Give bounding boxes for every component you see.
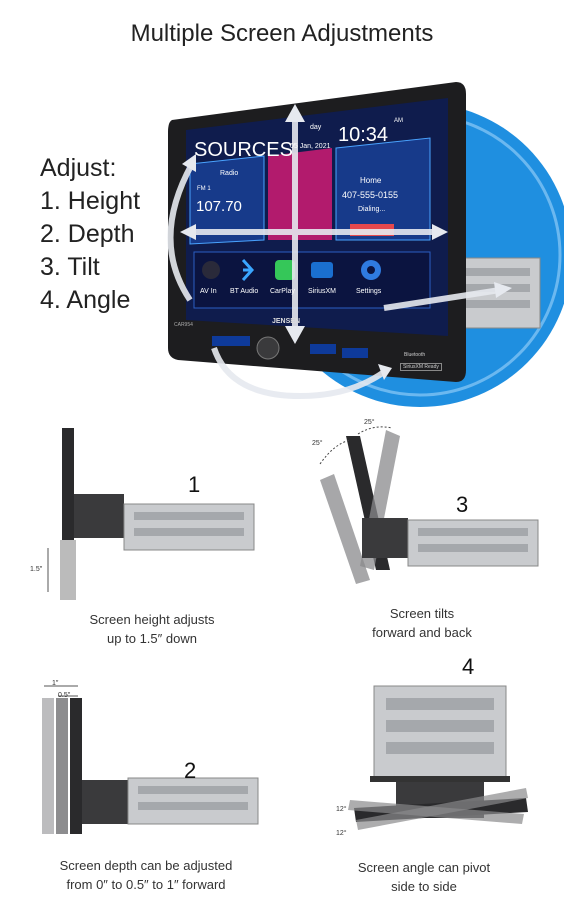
tilt-adjust-illustration	[319, 426, 539, 584]
adjust-list: Adjust: 1. Height 2. Depth 3. Tilt 4. An…	[40, 152, 140, 317]
front-button-mid[interactable]	[310, 344, 336, 354]
phone-status: Dialing...	[358, 206, 386, 213]
panel-2-dim-1in: 1″	[52, 680, 59, 687]
panel-1-caption-line-1: Screen height adjusts	[89, 612, 215, 627]
panel-2-number: 2	[184, 758, 197, 783]
sources-row	[193, 251, 431, 309]
bluetooth-badge: Bluetooth	[404, 352, 426, 358]
height-adjust-illustration	[47, 428, 255, 600]
panel-1-number: 1	[188, 472, 201, 497]
av-in-icon[interactable]	[202, 261, 220, 279]
panel-2-caption-line-2: from 0″ to 0.5″ to 1″ forward	[66, 877, 226, 892]
panel-1-caption: Screen height adjusts up to 1.5″ down	[22, 610, 282, 648]
panel-2-caption: Screen depth can be adjusted from 0″ to …	[16, 856, 276, 894]
adjust-item-height: 1. Height	[40, 187, 141, 215]
carplay-icon[interactable]	[275, 260, 295, 280]
radio-label: Radio	[220, 170, 239, 177]
phone-home: Home	[360, 176, 382, 185]
panel-3-caption: Screen tilts forward and back	[292, 604, 552, 642]
adjust-heading: Adjust:	[40, 154, 117, 182]
screen-day: day	[310, 124, 322, 131]
source-av-in[interactable]: AV In	[200, 288, 217, 295]
panel-3-caption-line-1: Screen tilts	[389, 606, 455, 621]
arrow-heads	[180, 104, 512, 380]
siriusxm-icon[interactable]	[311, 262, 333, 278]
phone-number: 407-555-0155	[342, 190, 399, 200]
panel-3-caption-line-2: forward and back	[372, 625, 472, 640]
panel-4-dim-top: 12°	[336, 806, 347, 813]
panel-4-caption-line-2: side to side	[391, 879, 457, 894]
panel-1-dim: 1.5″	[30, 566, 43, 573]
media-tile	[268, 148, 332, 240]
screen-time: 10:34	[338, 124, 389, 146]
panel-2-caption-line-1: Screen depth can be adjusted	[59, 858, 233, 873]
panel-4-number: 4	[462, 654, 475, 679]
brand-logo: JENSEN	[272, 318, 301, 325]
adjust-item-depth: 2. Depth	[40, 220, 135, 248]
radio-tile	[189, 155, 265, 245]
model-label: CAR954	[174, 322, 193, 328]
angle-adjust-illustration	[348, 685, 528, 830]
radio-band: FM 1	[197, 186, 211, 192]
panel-4-dim-bottom: 12°	[336, 830, 347, 837]
panel-2-dim-half: 0.5″	[58, 692, 71, 699]
front-button-left[interactable]	[212, 336, 250, 346]
source-bt-audio[interactable]: BT Audio	[230, 288, 259, 295]
screen-date: 05 Jan, 2021	[290, 143, 331, 150]
panel-4-caption: Screen angle can pivot side to side	[294, 858, 554, 896]
adjust-item-tilt: 3. Tilt	[40, 253, 100, 281]
bt-audio-icon[interactable]	[241, 258, 255, 282]
siriusxm-ready-badge: SiriusXM Ready	[400, 363, 442, 371]
source-settings[interactable]: Settings	[356, 288, 382, 295]
panel-1-caption-line-2: up to 1.5″ down	[107, 631, 197, 646]
source-siriusxm[interactable]: SiriusXM	[308, 288, 337, 295]
depth-adjust-illustration	[42, 685, 259, 834]
source-carplay[interactable]: CarPlay	[270, 288, 295, 295]
panel-3-dim-right: 25°	[364, 419, 375, 426]
page-title: Multiple Screen Adjustments	[130, 20, 434, 47]
radio-frequency: 107.70	[196, 198, 242, 215]
front-button-right[interactable]	[342, 348, 368, 358]
head-unit-illustration	[167, 82, 564, 407]
screen-header: SOURCES	[194, 139, 293, 161]
panel-3-number: 3	[456, 492, 469, 517]
volume-knob[interactable]	[256, 336, 280, 360]
adjust-arrows	[167, 116, 501, 400]
adjust-item-angle: 4. Angle	[40, 286, 131, 314]
panel-4-caption-line-1: Screen angle can pivot	[357, 860, 491, 875]
panel-3-dim-left: 25°	[312, 440, 323, 447]
screen-ampm: AM	[394, 118, 403, 124]
phone-tile	[335, 137, 431, 241]
